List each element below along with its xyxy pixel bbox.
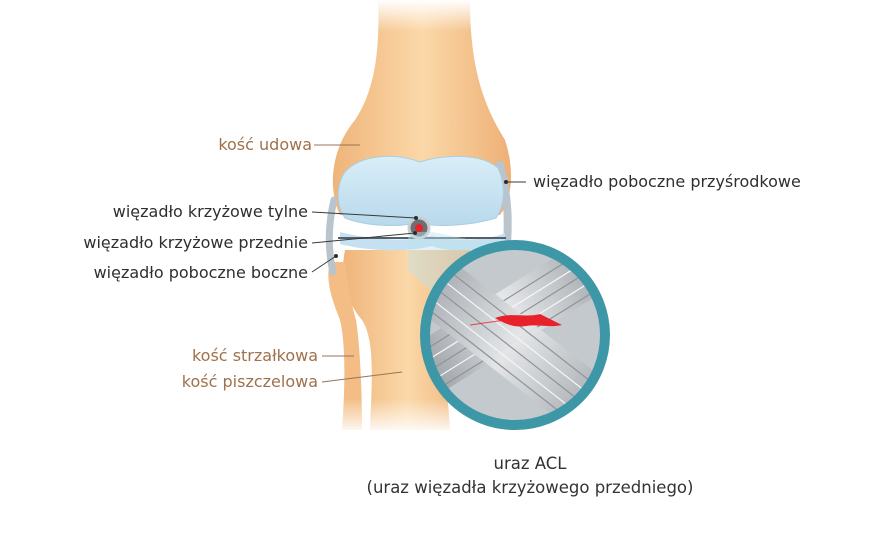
leader-lcl [311,255,337,273]
label-femur: kość udowa [218,135,312,154]
label-lateral-collateral-ligament: więzadło poboczne boczne [93,263,308,282]
caption-subtitle: (uraz więzadła krzyżowego przedniego) [366,478,694,497]
lateral-collateral-ligament [325,196,338,276]
leader-tibia [321,371,403,383]
leader-pcl [311,211,417,219]
label-anterior-cruciate-ligament: więzadło krzyżowe przednie [83,233,308,252]
label-medial-collateral-ligament: więzadło poboczne przyśrodkowe [533,172,801,191]
acl-tear-zoom [420,240,610,430]
diagram-caption: uraz ACL (uraz więzadła krzyżowego przed… [330,452,730,500]
caption-title: uraz ACL [493,454,567,473]
label-posterior-cruciate-ligament: więzadło krzyżowe tylne [112,202,308,221]
label-fibula: kość strzałkowa [191,346,318,365]
leader-acl [311,232,416,244]
label-tibia: kość piszczelowa [181,372,318,391]
acl-tear-mark [495,314,562,327]
